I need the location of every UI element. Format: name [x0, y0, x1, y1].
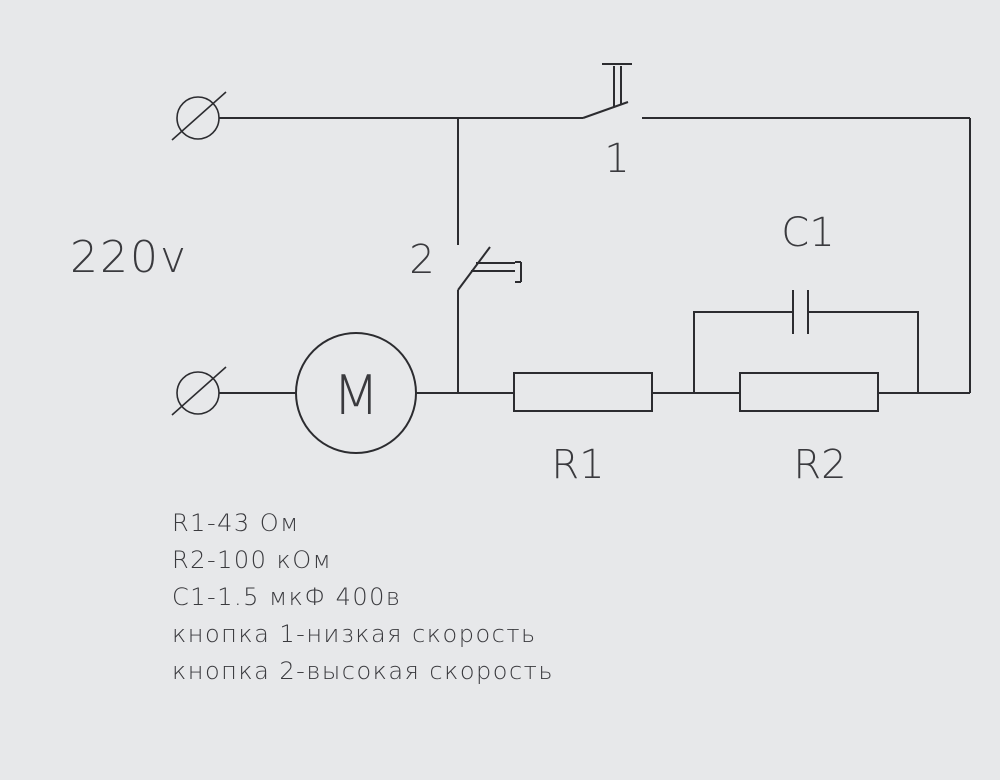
note-button-2: кнопка 2-высокая скорость — [172, 657, 554, 685]
button-2-switch — [457, 246, 522, 291]
motor-label: M — [333, 364, 380, 427]
resistor-r1: R1 — [513, 372, 653, 488]
terminal-top — [171, 91, 227, 141]
component-notes: R1-43 Ом R2-100 кОм C1-1.5 мкФ 400в кноп… — [172, 505, 554, 690]
note-r1: R1-43 Ом — [172, 509, 300, 537]
button-1-switch — [582, 63, 970, 119]
resistor-r2: R2 — [739, 372, 918, 488]
note-button-1: кнопка 1-низкая скорость — [172, 620, 537, 648]
capacitor-c1: C1 — [693, 210, 919, 393]
r2-label: R2 — [793, 442, 846, 488]
note-c1: C1-1.5 мкФ 400в — [172, 583, 402, 611]
voltage-label: 220v — [70, 232, 188, 283]
button-2-label: 2 — [409, 237, 434, 283]
terminal-bottom — [171, 366, 227, 416]
note-r2: R2-100 кОм — [172, 546, 333, 574]
r1-label: R1 — [551, 442, 604, 488]
button-1-label: 1 — [604, 136, 629, 182]
c1-label: C1 — [781, 210, 834, 256]
motor-symbol: M — [295, 332, 417, 454]
wire-right-return — [918, 118, 971, 394]
